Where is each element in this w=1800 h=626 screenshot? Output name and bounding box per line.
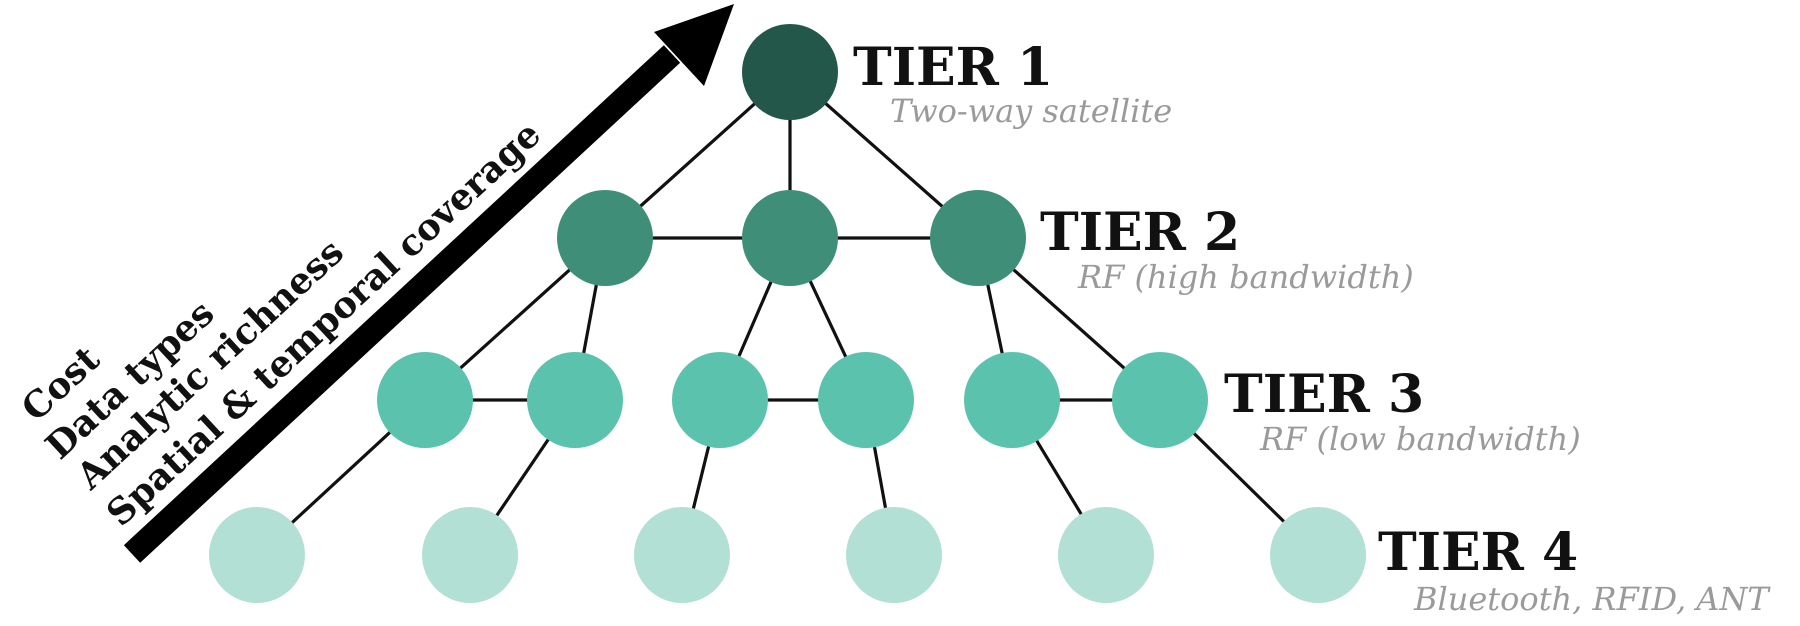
node-tier4	[634, 507, 730, 603]
tier4-title: TIER 4	[1378, 522, 1578, 583]
node-tier3	[672, 352, 768, 448]
gradient-axis-labels: Cost Data types Analytic richness Spatia…	[14, 113, 549, 534]
tier4-subtitle: Bluetooth, RFID, ANT	[1413, 580, 1771, 618]
node-tier1	[742, 24, 838, 120]
node-tier3	[818, 352, 914, 448]
tier1-title: TIER 1	[853, 37, 1053, 98]
arrow-head	[654, 4, 734, 86]
node-tier2	[742, 190, 838, 286]
gradient-arrow	[123, 4, 734, 563]
node-tier4	[846, 507, 942, 603]
node-tier3	[1112, 352, 1208, 448]
tier-labels: TIER 1 Two-way satellite TIER 2 RF (high…	[853, 37, 1771, 618]
node-tier3	[964, 352, 1060, 448]
node-tier4	[1058, 507, 1154, 603]
node-tier4	[422, 507, 518, 603]
tier2-title: TIER 2	[1040, 202, 1240, 263]
node-tier4	[209, 507, 305, 603]
arrow-shaft	[123, 45, 681, 563]
node-tier2	[930, 190, 1026, 286]
node-tier2	[557, 190, 653, 286]
node-tier3	[377, 352, 473, 448]
node-tier3	[527, 352, 623, 448]
network-nodes	[209, 24, 1366, 603]
tier3-subtitle: RF (low bandwidth)	[1259, 420, 1581, 458]
tier3-title: TIER 3	[1224, 364, 1424, 425]
tier2-subtitle: RF (high bandwidth)	[1077, 258, 1414, 296]
network-edges	[255, 70, 1320, 557]
tier1-subtitle: Two-way satellite	[890, 92, 1172, 130]
node-tier4	[1270, 507, 1366, 603]
